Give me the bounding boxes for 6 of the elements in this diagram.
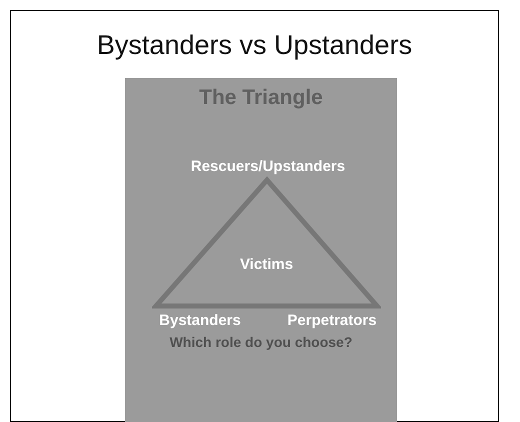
slide-title: Bystanders vs Upstanders (96, 30, 414, 61)
question-text: Which role do you choose? (168, 334, 354, 350)
corner-label: Rescuers/Upstanders (190, 158, 346, 175)
center-label: Victims (238, 256, 294, 273)
picture-panel (125, 78, 397, 422)
panel-heading: The Triangle (198, 86, 324, 110)
